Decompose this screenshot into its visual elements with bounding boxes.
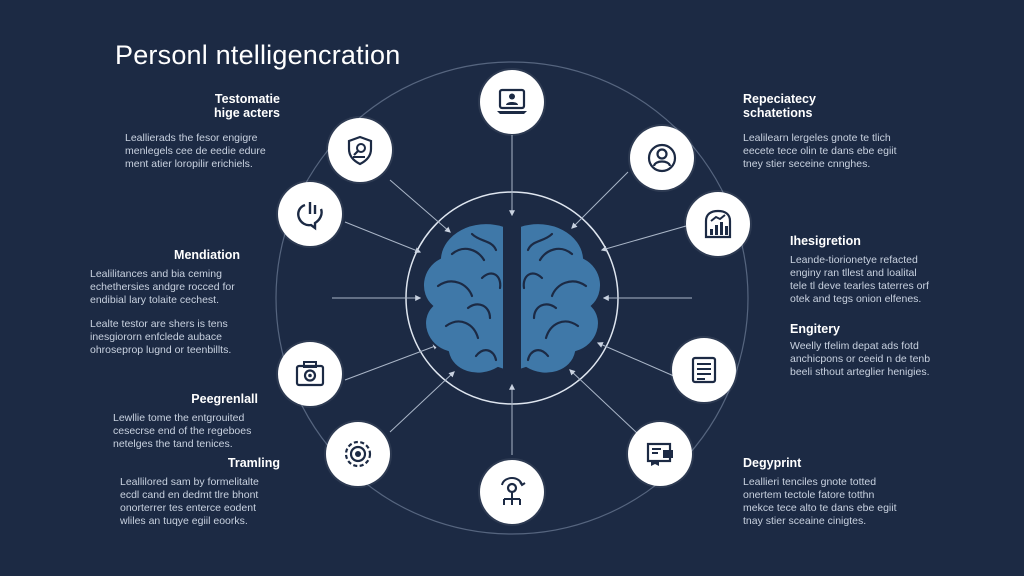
left-block-1-body-line-1: Leallierads the fesor engigre <box>125 132 258 144</box>
right-block-2-body-line-4: otek and tegs onion elfenes. <box>790 293 922 305</box>
right-block-3-heading-line-1: Engitery <box>790 322 841 336</box>
node-upper-left[interactable] <box>328 118 392 182</box>
connector-lower-left-2 <box>389 371 455 433</box>
right-block-2-body-line-2: enginy ran tllest and loalital <box>790 267 917 279</box>
user-profile-icon <box>647 143 677 173</box>
right-block-3-body-line-1: Weelly tfelim depat ads fotd <box>790 340 919 352</box>
node-bottom[interactable] <box>480 460 544 524</box>
left-block-2-body-line-2: echethersies andgre rocced for <box>90 281 235 293</box>
connector-right-upper <box>600 225 687 252</box>
refresh-chat-icon <box>297 202 323 231</box>
orbit-ring <box>275 61 749 535</box>
right-block-4-body-line-3: mekce tece alto te dans ebe egiit <box>743 502 897 514</box>
connector-upper-left <box>389 179 451 233</box>
gear-cycle-icon <box>344 440 372 468</box>
right-block-1-heading-line-1: Repeciatecy <box>743 92 816 106</box>
laptop-user-icon <box>497 88 527 114</box>
left-block-1-heading-line-2: hige acters <box>213 106 280 120</box>
right-block-2-body-line-3: tele tl deve tearles taterres orf <box>790 280 929 292</box>
list-document-icon <box>691 356 717 384</box>
page-title: Personl ntelligencration <box>115 40 401 70</box>
left-block-5-body-line-4: wliles an tuqye egiil eoorks. <box>120 515 248 527</box>
node-lower-left[interactable] <box>326 422 390 486</box>
right-block-1-body-line-3: tney stier seceine cnnghes. <box>743 158 871 170</box>
node-upper-right[interactable] <box>630 126 694 190</box>
right-block-3-body-line-2: anchicpons or ceeid n de tenb <box>790 353 931 365</box>
left-block-5-heading-line-1: Tramling <box>227 456 280 470</box>
left-block-5-body-line-3: onorterrer tes enterce eodent <box>120 502 256 514</box>
node-right-lower[interactable] <box>672 338 736 402</box>
node-left-lower[interactable] <box>278 342 342 406</box>
left-block-5: Tramling Leallilored sam by formelitalte… <box>80 456 280 528</box>
left-block-4-body-line-2: cesecrse end of the regeboes <box>113 425 252 437</box>
connector-upper-right <box>571 171 629 229</box>
brain-illustration <box>421 222 603 375</box>
left-block-5-body-line-1: Leallilored sam by formelitalte <box>120 476 259 488</box>
node-lower-right[interactable] <box>628 422 692 486</box>
left-block-5-body-line-2: ecdl cand en dedmt tlre bhont <box>120 489 259 501</box>
left-block-1-body-line-2: menlegels cee de eedie edure <box>125 145 266 157</box>
right-block-4-body-line-4: tnay stier sceaine cinigtes. <box>743 515 867 527</box>
left-block-2-heading-line-1: Mendiation <box>174 248 240 262</box>
shield-search-icon <box>347 135 373 166</box>
left-block-3-body-line-1: Lealte testor are shers is tens <box>90 318 228 330</box>
right-block-4-heading-line-1: Degyprint <box>743 456 802 470</box>
right-block-4: Degyprint Leallieri tenciles gnote totte… <box>743 456 943 528</box>
left-block-3-body-line-3: ohroseprop lugnd or teenbillts. <box>90 344 232 356</box>
connector-lower-right <box>596 342 684 381</box>
right-block-1-heading-line-2: schatetions <box>743 106 813 120</box>
right-block-1-body-line-1: Lealilearn lergeles gnote te tlich <box>743 132 891 144</box>
right-block-2-body-line-1: Leande-tiorionetye refacted <box>790 254 918 266</box>
left-block-1-body-line-3: ment atier loropilir erichiels. <box>125 158 253 170</box>
left-block-4-body-line-3: netelges the tand tenices. <box>113 438 233 450</box>
node-top[interactable] <box>480 70 544 134</box>
right-block-4-body-line-1: Leallieri tenciles gnote totted <box>743 476 877 488</box>
right-block-1-body-line-2: eecete tece olin te dans ebe egiit <box>743 145 897 157</box>
connector-left-upper <box>344 221 422 254</box>
certificate-icon <box>646 442 673 466</box>
right-block-3-body-line-3: beeli sthout arteglier henigies. <box>790 366 930 378</box>
right-block-2: Ihesigretion Leande-tiorionetye refacted… <box>790 234 990 306</box>
left-block-2-body-line-1: Lealilitances and bia ceming <box>90 268 222 280</box>
left-block-4-body-line-1: Lewllie tome the entgrouited <box>113 412 245 424</box>
left-block-2-body-line-3: endibial lary tolaite cechest. <box>90 294 219 306</box>
growth-chart-icon <box>704 209 732 239</box>
connector-lower-left <box>344 343 440 381</box>
right-block-4-body-line-2: onertem tectole fatore totthn <box>743 489 875 501</box>
connector-lower-right-2 <box>569 369 639 435</box>
left-block-3-body-line-2: inesgiororn enfclede aubace <box>90 331 222 343</box>
left-block-1-heading-line-1: Testomatie <box>214 92 280 106</box>
left-block-4: Peegrenlall Lewllie tome the entgrouited… <box>58 392 258 451</box>
camera-icon <box>295 361 325 387</box>
left-block-4-heading-line-1: Peegrenlall <box>191 392 258 406</box>
node-left-upper[interactable] <box>278 182 342 246</box>
node-right-upper[interactable] <box>686 192 750 256</box>
process-flow-icon <box>501 476 526 505</box>
right-block-2-heading-line-1: Ihesigretion <box>790 234 861 248</box>
